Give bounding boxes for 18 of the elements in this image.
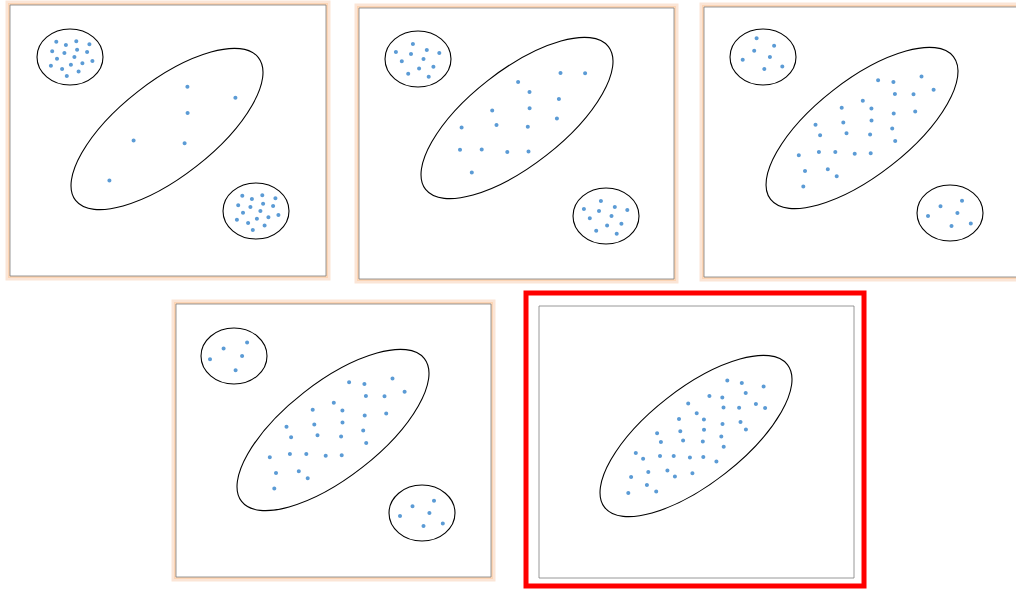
cluster xyxy=(916,184,984,242)
cluster xyxy=(765,46,959,210)
cluster xyxy=(729,28,797,86)
panel xyxy=(538,305,855,579)
panel xyxy=(699,2,1016,282)
cluster xyxy=(200,327,268,385)
cluster xyxy=(222,182,290,240)
cluster xyxy=(70,47,264,211)
panel xyxy=(354,3,679,284)
cluster xyxy=(236,348,430,512)
panel xyxy=(171,299,496,582)
cluster xyxy=(420,36,614,200)
panel xyxy=(5,0,331,281)
cluster xyxy=(388,484,456,542)
cluster xyxy=(384,30,452,88)
cluster xyxy=(572,187,640,245)
cluster xyxy=(599,354,793,518)
cluster xyxy=(36,28,104,86)
